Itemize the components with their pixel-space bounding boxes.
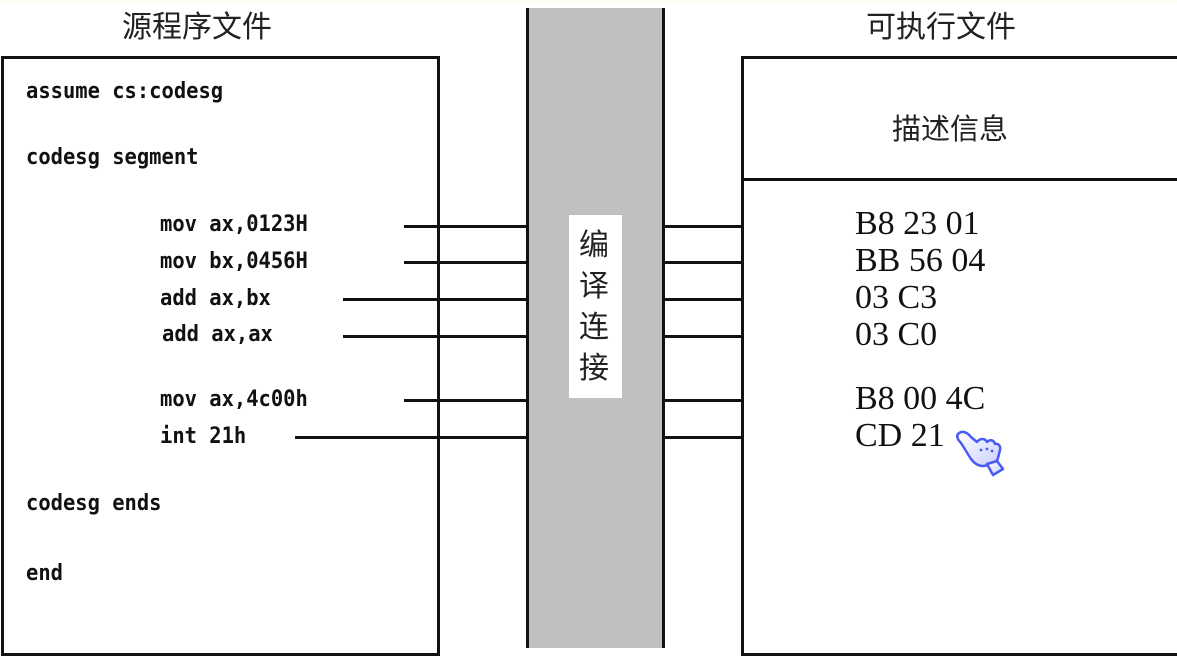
executable-file-title: 可执行文件 <box>866 10 1016 45</box>
source-file-title: 源程序文件 <box>122 10 272 45</box>
machine-code-line: B8 23 01 <box>855 205 980 242</box>
connector-line <box>343 298 528 301</box>
compile-link-label-char: 接 <box>579 351 609 386</box>
machine-code-line: BB 56 04 <box>855 242 986 279</box>
code-line-ends: codesg ends <box>26 491 162 516</box>
connector-line <box>295 436 528 439</box>
arrow-line <box>664 298 814 301</box>
connector-line <box>404 399 528 402</box>
arrow-line <box>664 335 814 338</box>
machine-code-line: B8 00 4C <box>855 380 986 417</box>
description-section: 描述信息 <box>892 112 1009 146</box>
code-line-instruction: mov bx,0456H <box>160 249 308 274</box>
hand-pointer-icon <box>955 430 1005 477</box>
machine-code-line: 03 C3 <box>855 279 938 316</box>
connector-line <box>404 261 528 264</box>
code-line-instruction: mov ax,4c00h <box>160 387 308 412</box>
connector-line <box>404 225 528 228</box>
code-line-assume: assume cs:codesg <box>26 79 224 104</box>
compile-link-label-char: 译 <box>579 269 609 304</box>
arrow-line <box>664 436 814 439</box>
arrow-line <box>664 225 814 228</box>
arrow-line <box>664 399 814 402</box>
compile-link-label-char: 连 <box>579 310 609 345</box>
connector-line <box>343 335 528 338</box>
machine-code-line: 03 C0 <box>855 316 938 353</box>
machine-code-line: CD 21 <box>855 417 945 454</box>
code-line-instruction: add ax,ax <box>162 322 273 347</box>
section-divider <box>741 178 1177 181</box>
code-line-instruction: int 21h <box>160 424 247 449</box>
compile-link-label-char: 编 <box>579 228 609 263</box>
arrow-line <box>664 261 814 264</box>
compile-link-label-box <box>569 215 622 398</box>
code-line-segment: codesg segment <box>26 145 199 170</box>
code-line-instruction: mov ax,0123H <box>160 212 308 237</box>
code-line-instruction: add ax,bx <box>160 286 271 311</box>
executable-file-box <box>741 56 1177 656</box>
top-band <box>0 0 1177 3</box>
code-line-end: end <box>26 561 63 586</box>
